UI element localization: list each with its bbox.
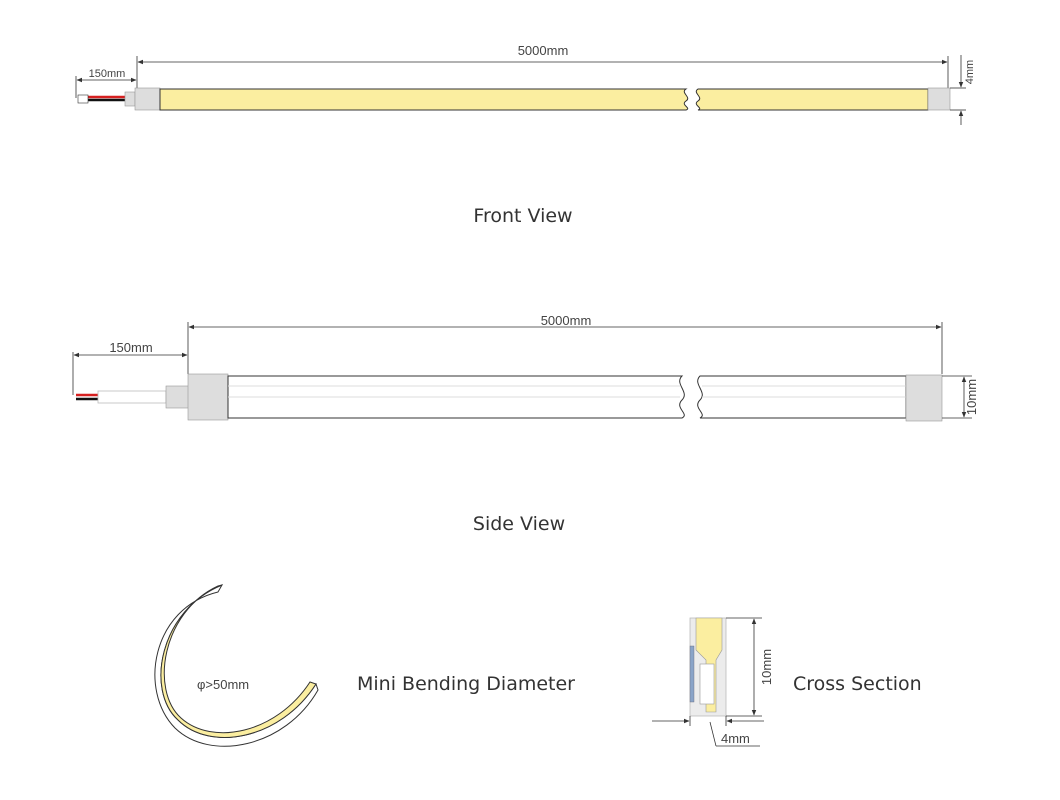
side-length-label: 5000mm: [541, 313, 592, 328]
bending-caption: Mini Bending Diameter: [357, 673, 575, 695]
side-left-end-cap: [187, 373, 229, 421]
bending-diagram: φ>50mm Mini Bending Diameter: [154, 583, 575, 747]
cross-height-label: 10mm: [759, 649, 774, 685]
front-left-connector: [124, 91, 136, 107]
side-right-end-cap: [905, 374, 943, 422]
bent-strip-yellow: [160, 584, 317, 738]
front-left-end-cap: [134, 87, 161, 111]
cross-section-pcb: [689, 645, 695, 703]
side-lead-label: 150mm: [109, 340, 152, 355]
front-length-label: 5000mm: [518, 43, 569, 58]
side-view-caption: Side View: [473, 513, 565, 535]
side-left-connector: [165, 385, 191, 409]
front-strip-right: [695, 88, 929, 111]
front-lead-label: 150mm: [89, 68, 126, 80]
side-height-label: 10mm: [964, 379, 979, 415]
front-strip-left: [159, 88, 689, 111]
side-cable: [97, 390, 167, 404]
cross-section-caption: Cross Section: [793, 673, 922, 695]
front-view-caption: Front View: [473, 205, 572, 227]
bending-diameter-label: φ>50mm: [197, 677, 249, 692]
bent-strip-top: [154, 583, 319, 747]
front-right-end-cap: [927, 87, 951, 111]
cross-section-diagram: 10mm 4mm Cross Section: [652, 617, 922, 747]
front-height-label: 4mm: [964, 60, 976, 84]
cross-width-label: 4mm: [721, 731, 750, 746]
side-view: 5000mm 150mm 10mm Side View: [72, 313, 979, 535]
front-view: 5000mm 150mm 4mm Front View: [75, 43, 976, 227]
